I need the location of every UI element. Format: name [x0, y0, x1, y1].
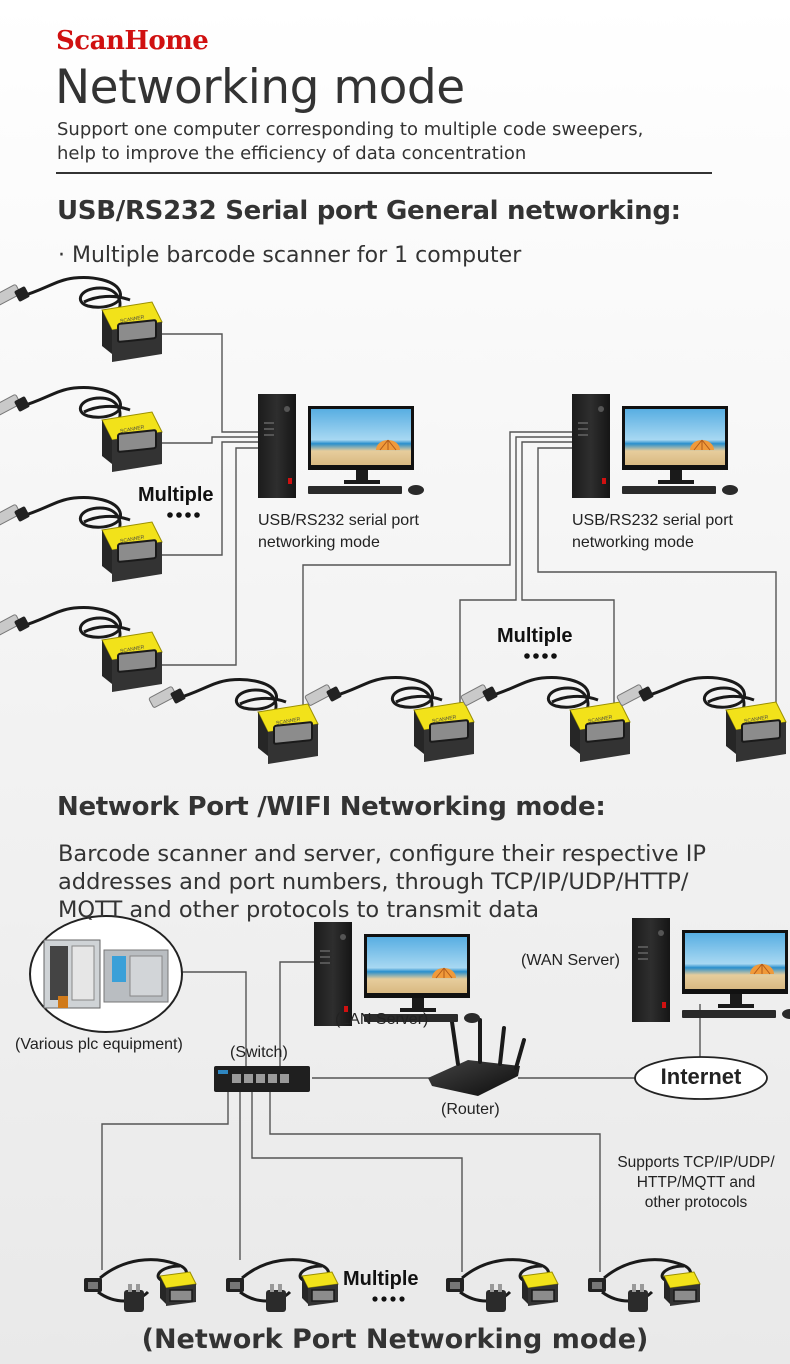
header-divider — [56, 172, 712, 174]
usb-section-bullet: · Multiple barcode scanner for 1 compute… — [58, 243, 522, 268]
page-title: Networking mode — [55, 60, 465, 115]
switch-label: (Switch) — [230, 1044, 288, 1061]
usb-multiple-label-right: Multiple — [497, 625, 573, 647]
router-label: (Router) — [441, 1101, 500, 1118]
page-subtitle: Support one computer corresponding to mu… — [57, 118, 643, 166]
brand-logo: ScanHome — [56, 26, 209, 56]
usb-section-heading: USB/RS232 Serial port General networking… — [57, 196, 681, 226]
lan-server-label: (LAN Server) — [335, 1011, 429, 1028]
footer-caption: (Network Port Networking mode) — [141, 1324, 649, 1355]
subtitle-line: help to improve the efficiency of data c… — [57, 143, 527, 164]
protocols-label: Supports TCP/IP/UDP/ HTTP/MQTT and other… — [600, 1153, 790, 1213]
label-line: Supports TCP/IP/UDP/ — [617, 1154, 775, 1171]
desc-line: MQTT and other protocols to transmit dat… — [58, 897, 540, 923]
label-line: USB/RS232 serial port — [258, 512, 419, 529]
network-section-description: Barcode scanner and server, configure th… — [58, 840, 706, 924]
label-line: networking mode — [258, 534, 380, 551]
desc-line: addresses and port numbers, through TCP/… — [58, 869, 689, 895]
plc-label: (Various plc equipment) — [15, 1036, 183, 1053]
wan-server-label: (WAN Server) — [521, 952, 620, 969]
pc1-mode-label: USB/RS232 serial port networking mode — [258, 510, 419, 554]
desc-line: Barcode scanner and server, configure th… — [58, 841, 706, 867]
usb-multiple-label-left: Multiple — [138, 484, 214, 506]
label-line: other protocols — [644, 1194, 748, 1211]
label-line: networking mode — [572, 534, 694, 551]
network-section-heading: Network Port /WIFI Networking mode: — [57, 792, 606, 822]
network-multiple-label: Multiple — [343, 1268, 419, 1290]
internet-label: Internet — [660, 1064, 742, 1089]
label-line: USB/RS232 serial port — [572, 512, 733, 529]
pc2-mode-label: USB/RS232 serial port networking mode — [572, 510, 733, 554]
label-line: HTTP/MQTT and — [636, 1174, 756, 1191]
subtitle-line: Support one computer corresponding to mu… — [57, 119, 644, 140]
